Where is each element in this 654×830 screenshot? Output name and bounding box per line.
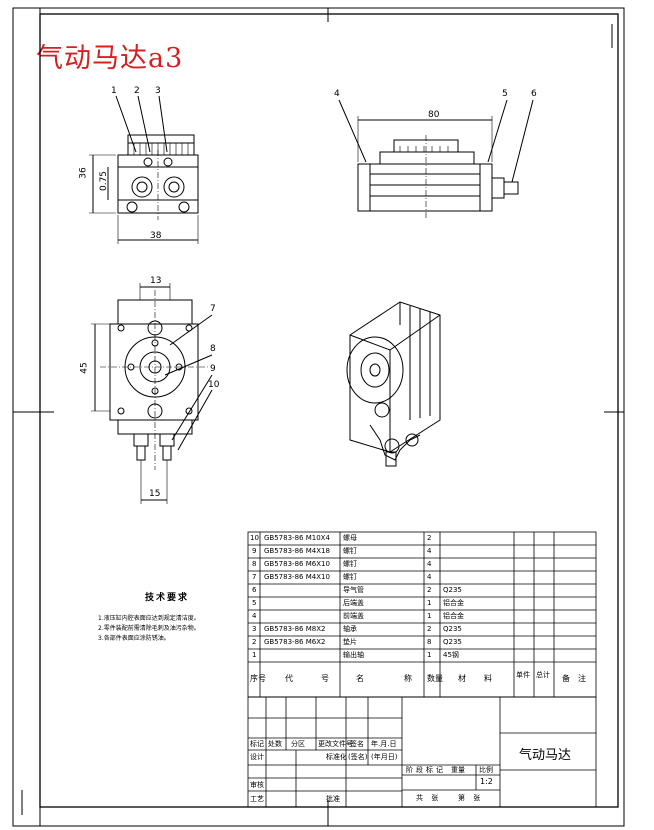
drawing-name: 气动马达 xyxy=(519,748,572,763)
tb-date2: (年月日) xyxy=(371,753,398,761)
dim-top-bottom: 15 xyxy=(149,489,161,499)
dim-side-length: 80 xyxy=(428,110,440,120)
bom-qty: 1 xyxy=(427,599,432,607)
bom-code: GB5783-86 M10X4 xyxy=(264,534,330,542)
bom-code: GB5783-86 M4X18 xyxy=(264,547,330,555)
bom-material: Q235 xyxy=(443,586,462,594)
bom-no: 9 xyxy=(252,547,257,555)
requirements-title: 技术要求 xyxy=(145,593,190,603)
leader-label-1: 1 xyxy=(111,86,117,96)
tb-design: 设计 xyxy=(250,753,264,761)
bom-code: GB5783-86 M6X10 xyxy=(264,560,330,568)
leader-label-4: 4 xyxy=(334,89,340,99)
bom-header-note: 备注 xyxy=(562,674,594,683)
bom-no: 10 xyxy=(250,534,259,542)
bom-material: Q235 xyxy=(443,625,462,633)
tb-zone: 分区 xyxy=(291,740,305,748)
dim-top-width: 13 xyxy=(150,276,162,286)
tb-doc: 更改文件号 xyxy=(318,740,353,748)
tb-ratio: 比例 xyxy=(479,766,493,774)
bom-material: Q235 xyxy=(443,638,462,646)
tb-scale-value: 1:2 xyxy=(480,777,493,786)
bom-header-weight-total: 总计 xyxy=(536,671,550,679)
bom-material: 45钢 xyxy=(443,651,459,659)
leader-label-8: 8 xyxy=(210,344,216,354)
bom-no: 4 xyxy=(252,612,257,620)
bom-name: 导气管 xyxy=(343,586,364,594)
leader-label-6: 6 xyxy=(531,89,537,99)
leader-label-9: 9 xyxy=(210,364,216,374)
side-view xyxy=(338,99,534,218)
tb-mark: 标记 xyxy=(250,740,264,748)
leader-label-2: 2 xyxy=(134,86,140,96)
bom-header-qty: 数量 xyxy=(427,674,443,683)
bom-no: 5 xyxy=(252,599,257,607)
top-view xyxy=(91,283,213,504)
bom-qty: 8 xyxy=(427,638,432,646)
bom-no: 3 xyxy=(252,625,257,633)
bom-header-material: 材料 xyxy=(458,674,510,683)
bom-qty: 2 xyxy=(427,534,432,542)
bom-qty: 4 xyxy=(427,573,432,581)
bom-qty: 1 xyxy=(427,612,432,620)
tb-weight: 重量 xyxy=(451,766,465,774)
bom-qty: 2 xyxy=(427,586,432,594)
dim-top-height: 45 xyxy=(79,362,90,374)
tb-sheets: 共 张 xyxy=(416,794,442,802)
bom-name: 输出轴 xyxy=(343,651,364,659)
requirement-line: 2.零件装配前需清除毛刺及油污杂物。 xyxy=(98,625,200,632)
bom-header-no: 序号 xyxy=(250,674,266,683)
tb-count: 处数 xyxy=(268,740,282,748)
bom-code: GB5783-86 M8X2 xyxy=(264,625,326,633)
bom-material: 铝合金 xyxy=(443,599,464,607)
bom-qty: 4 xyxy=(427,560,432,568)
bom-header-weight-single: 单件 xyxy=(516,671,530,679)
tb-date: 年.月.日 xyxy=(371,740,397,748)
bom-name: 前端盖 xyxy=(343,612,364,620)
leader-label-5: 5 xyxy=(502,89,508,99)
bom-name: 垫片 xyxy=(343,638,357,646)
leader-label-3: 3 xyxy=(155,86,161,96)
bom-no: 8 xyxy=(252,560,257,568)
bom-qty: 2 xyxy=(427,625,432,633)
front-view xyxy=(89,95,199,244)
tb-sheet: 第 张 xyxy=(458,794,484,802)
bom-name: 螺钉 xyxy=(343,560,357,568)
bom-code: GB5783-86 M4X10 xyxy=(264,573,330,581)
bom-no: 6 xyxy=(252,586,257,594)
tb-audit: 审核 xyxy=(250,781,264,789)
bom-header-code: 代号 xyxy=(285,674,357,683)
bom-material: 铝合金 xyxy=(443,612,464,620)
tb-sign: 签名 xyxy=(350,740,364,748)
bom-name: 螺母 xyxy=(343,534,357,542)
bom-name: 后端盖 xyxy=(343,599,364,607)
bom-no: 2 xyxy=(252,638,257,646)
tb-approve: 批准 xyxy=(326,795,340,803)
bom-name: 螺钉 xyxy=(343,573,357,581)
tb-craft: 工艺 xyxy=(250,795,264,803)
tb-std: 标准化 xyxy=(326,753,347,761)
tb-sign2: (签名) xyxy=(348,753,368,761)
bom-name: 螺钉 xyxy=(343,547,357,555)
dim-front-inner: 0.75 xyxy=(99,170,110,192)
bom-qty: 1 xyxy=(427,651,432,659)
bom-header-name: 名称 xyxy=(356,674,452,683)
leader-label-10: 10 xyxy=(208,380,220,390)
bom-no: 7 xyxy=(252,573,257,581)
requirement-line: 3.各部件表面应涂防锈油。 xyxy=(98,635,170,642)
dim-front-height: 36 xyxy=(78,167,89,179)
leader-label-7: 7 xyxy=(210,304,216,314)
bom-name: 轴承 xyxy=(343,625,357,633)
bom-no: 1 xyxy=(252,651,257,659)
drawing-title: 气动马达a3 xyxy=(36,43,184,74)
bom-qty: 4 xyxy=(427,547,432,555)
titleblock-grid xyxy=(247,696,597,808)
isometric-view xyxy=(346,301,441,467)
tb-stage: 阶段标记 xyxy=(406,766,446,774)
requirement-line: 1.液压缸内腔表面应达到规定清洁度。 xyxy=(98,615,200,622)
bom-code: GB5783-86 M6X2 xyxy=(264,638,326,646)
dim-front-width: 38 xyxy=(150,231,162,241)
